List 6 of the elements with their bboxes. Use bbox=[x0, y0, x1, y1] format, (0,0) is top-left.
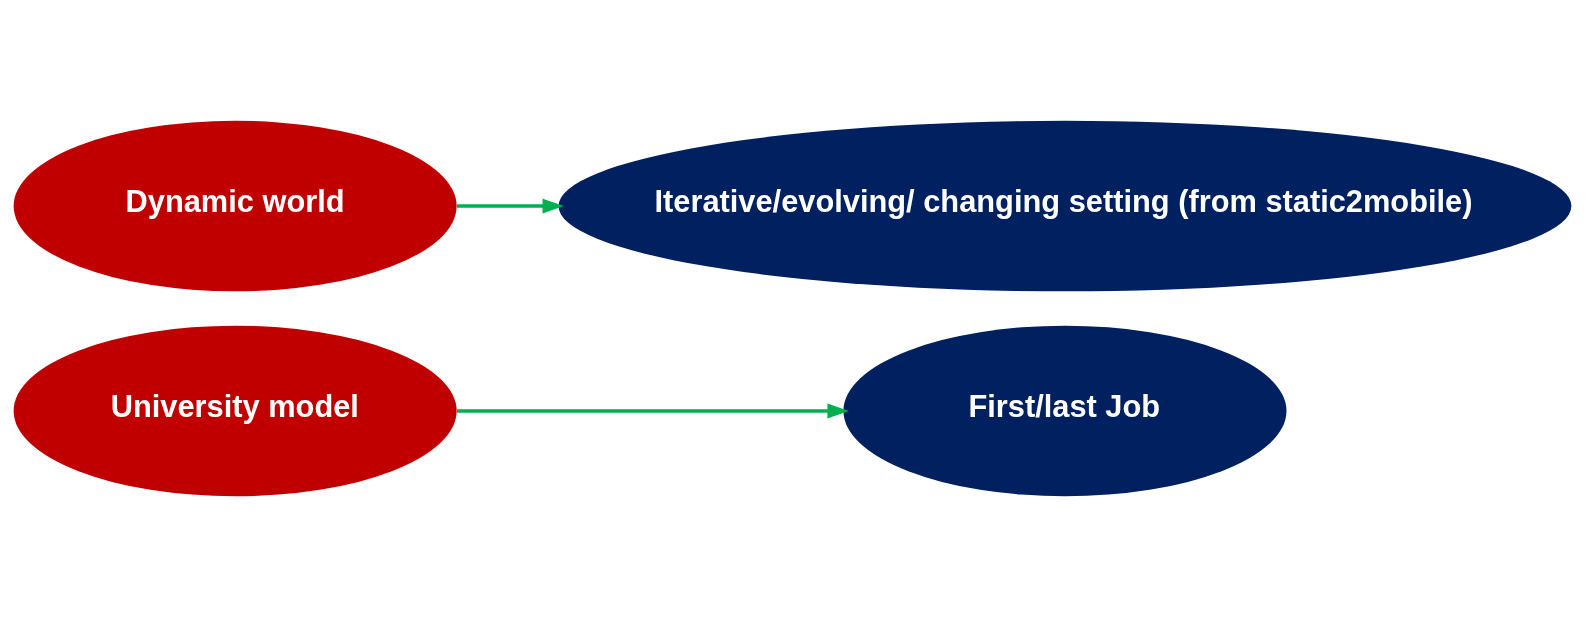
node-ellipse: Dynamic world bbox=[13, 120, 457, 292]
node-ellipse: Iterative/evolving/ changing setting (from static2mobile) bbox=[558, 120, 1572, 292]
node-ellipse: University model bbox=[13, 325, 457, 497]
node-ellipse: First/last Job bbox=[843, 325, 1287, 497]
arrow bbox=[457, 403, 849, 419]
arrow bbox=[457, 198, 564, 214]
